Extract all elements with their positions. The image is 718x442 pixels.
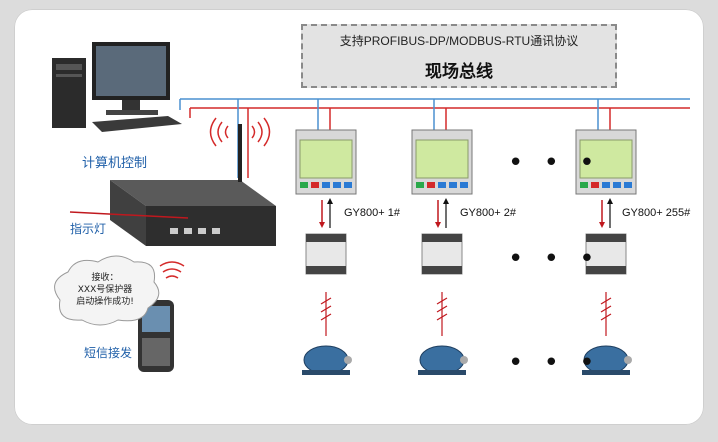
- device-column-2: [411, 99, 473, 375]
- device-label-1: GY800+ 1#: [344, 207, 400, 219]
- sms-label: 短信接发: [84, 346, 133, 360]
- device-column-3: [575, 99, 637, 375]
- sms-message: 接收： XXX号保护器 启动操作成功!: [50, 258, 160, 324]
- device-label-2: GY800+ 2#: [460, 207, 516, 219]
- wireless-signal-icon: [209, 117, 271, 147]
- ellipsis-protector: • • •: [508, 148, 601, 178]
- computer-icon: [52, 42, 182, 132]
- mobile-phone-icon: [138, 300, 174, 372]
- sms-line-1: 接收：: [91, 273, 119, 283]
- phone-signal-icon: [159, 261, 185, 279]
- gateway-device-icon: [110, 124, 276, 246]
- ellipsis-contactor: • • •: [508, 244, 601, 274]
- contactor-icon: [305, 233, 347, 275]
- bus-protocol-text: 支持PROFIBUS-DP/MODBUS-RTU通讯协议: [339, 34, 579, 48]
- motor-icon: [418, 345, 468, 375]
- computer-label: 计算机控制: [82, 156, 148, 171]
- contactor-icon: [585, 233, 627, 275]
- ellipsis-motor: • • •: [508, 348, 601, 378]
- contactor-icon: [421, 233, 463, 275]
- protector-device-icon: [411, 129, 473, 195]
- protector-device-icon: [575, 129, 637, 195]
- device-label-3: GY800+ 255#: [622, 207, 691, 219]
- sms-line-3: 启动操作成功!: [76, 297, 134, 307]
- bus-title: 现场总线: [425, 62, 493, 82]
- device-column-1: [295, 99, 357, 375]
- indicator-label: 指示灯: [70, 222, 107, 236]
- protector-device-icon: [295, 129, 357, 195]
- motor-icon: [582, 345, 632, 375]
- indicator-pointer: [69, 211, 189, 219]
- sms-cloud-bubble: [54, 255, 160, 326]
- motor-icon: [302, 345, 352, 375]
- fieldbus-box: 支持PROFIBUS-DP/MODBUS-RTU通讯协议 现场总线: [301, 24, 617, 88]
- sms-line-2: XXX号保护器: [77, 285, 133, 295]
